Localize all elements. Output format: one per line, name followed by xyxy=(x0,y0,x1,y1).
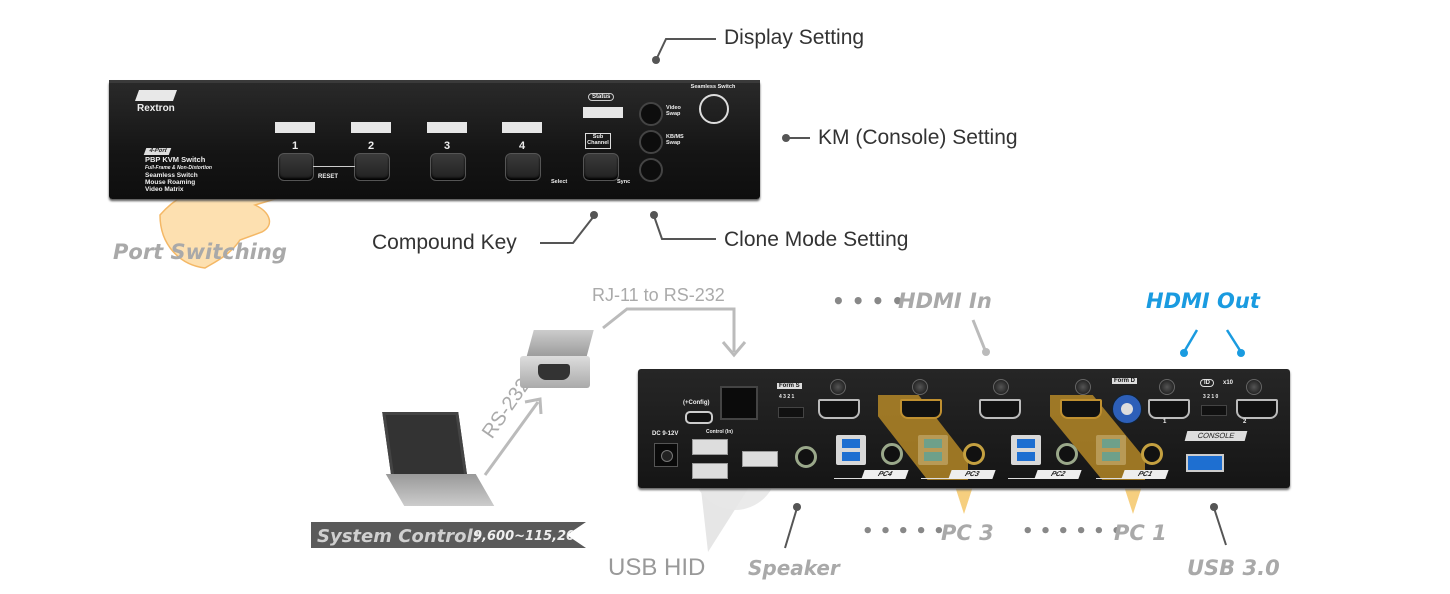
baud-rate-range: 9,600~115,200 xyxy=(473,529,585,544)
clone-mode-button[interactable] xyxy=(639,158,663,182)
port-2-number: 2 xyxy=(367,140,375,152)
hdmi-in-pc3[interactable] xyxy=(900,399,942,419)
usb-hid-port-2[interactable] xyxy=(692,463,728,479)
clone-mode-leader xyxy=(653,215,716,240)
system-control-label: System Control: xyxy=(317,526,480,547)
system-control-banner: System Control: 9,600~115,200 xyxy=(311,522,586,548)
sub-channel-label: Sub Channel xyxy=(585,133,611,149)
usb-hid-port-3[interactable] xyxy=(742,451,778,467)
hdmi-in-pc2[interactable] xyxy=(979,399,1021,419)
pc1-port-label: PC1 xyxy=(1121,470,1169,479)
rextron-logo: Rextron xyxy=(134,90,178,114)
form-s-label: Form S xyxy=(777,383,802,389)
pc2-port-label: PC2 xyxy=(1034,470,1082,479)
display-setting-button[interactable] xyxy=(639,102,663,126)
pc1-dots: • • • • • • xyxy=(1022,521,1123,542)
audio-pc2[interactable] xyxy=(1056,443,1078,465)
port-2-button[interactable] xyxy=(354,153,390,181)
port-4-number: 4 xyxy=(518,140,526,152)
audio-pc4[interactable] xyxy=(881,443,903,465)
control-in-label: Control (In) xyxy=(706,429,733,435)
usb-b-pc4[interactable] xyxy=(836,435,866,465)
hdmi-out-2[interactable] xyxy=(1236,399,1278,419)
form-d-label: Form D xyxy=(1112,378,1137,384)
pc1-label: PC 1 xyxy=(1114,521,1167,545)
usb-b-pc1[interactable] xyxy=(1096,435,1126,465)
status-label: Status xyxy=(588,93,615,101)
usb30-leader xyxy=(1213,507,1227,546)
kvm-front-panel: Rextron 4-Port PBP KVM Switch Full-Frame… xyxy=(109,80,760,199)
select-label: Select xyxy=(551,179,568,185)
status-indicator xyxy=(583,107,623,118)
db9-adapter-image xyxy=(520,330,595,392)
pc3-label: PC 3 xyxy=(941,521,994,545)
hdmi-in-dots: • • • • xyxy=(832,289,905,313)
audio-pc1[interactable] xyxy=(1141,443,1163,465)
x10-label: x10 xyxy=(1223,380,1234,386)
hdmi-in-pc4[interactable] xyxy=(818,399,860,419)
hdmi-in-label: HDMI In xyxy=(898,289,992,313)
port-3-button[interactable] xyxy=(430,153,466,181)
dip-left-numbers: 4 3 2 1 xyxy=(779,394,795,400)
port-1-indicator xyxy=(275,122,315,133)
compound-key-leader xyxy=(540,215,595,244)
port-4-indicator xyxy=(502,122,542,133)
hdmi-out-label: HDMI Out xyxy=(1146,289,1260,313)
console-label: CONSOLE xyxy=(1184,431,1248,441)
laptop-image xyxy=(382,412,495,512)
usb-hid-port-1[interactable] xyxy=(692,439,728,455)
dc-power-jack[interactable] xyxy=(654,443,678,467)
usb30-port[interactable] xyxy=(1186,454,1224,472)
seamless-switch-badge: Seamless Switch xyxy=(679,84,747,128)
speaker-leader xyxy=(784,507,798,549)
hdmi-in-pc1[interactable] xyxy=(1060,399,1102,419)
reset-label: RESET xyxy=(318,174,339,180)
port-4-button[interactable] xyxy=(505,153,541,181)
video-swap-label: Video Swap xyxy=(666,105,681,117)
display-setting-leader xyxy=(655,38,716,61)
usb-hid-label: USB HID xyxy=(608,554,706,581)
monitor-1-label: 1 xyxy=(1163,419,1167,425)
product-tag: 4-Port PBP KVM Switch Full-Frame & Non-D… xyxy=(143,148,212,193)
pc3-port-label: PC3 xyxy=(948,470,996,479)
rs232-arrow xyxy=(483,401,540,476)
dc-power-label: DC 9-12V xyxy=(652,431,679,437)
rj11-control-port[interactable] xyxy=(720,386,758,420)
rj11-leader xyxy=(602,307,736,352)
port-switching-label: Port Switching xyxy=(113,240,287,264)
dip-right-numbers: 3 2 1 0 xyxy=(1203,394,1219,400)
dip-switch-left[interactable] xyxy=(778,407,804,418)
compound-key-label: Compound Key xyxy=(372,231,517,254)
port-3-indicator xyxy=(427,122,467,133)
dip-switch-right[interactable] xyxy=(1201,405,1227,416)
usb30-label: USB 3.0 xyxy=(1187,556,1280,580)
port-2-indicator xyxy=(351,122,391,133)
km-setting-button[interactable] xyxy=(639,130,663,154)
port-1-number: 1 xyxy=(291,140,299,152)
pc3-dots: • • • • • xyxy=(862,521,945,542)
rj11-rs232-label: RJ-11 to RS-232 xyxy=(592,285,725,305)
rotary-id-switch[interactable] xyxy=(1112,394,1142,424)
kbms-swap-label: KB/MS Swap xyxy=(666,134,684,146)
pc4-port-label: PC4 xyxy=(861,470,909,479)
usb-b-pc2[interactable] xyxy=(1011,435,1041,465)
port-1-button[interactable] xyxy=(278,153,314,181)
usb-b-pc3[interactable] xyxy=(918,435,948,465)
id-label: ID xyxy=(1200,379,1214,387)
clone-mode-setting-label: Clone Mode Setting xyxy=(724,228,909,251)
kvm-back-panel: DC 9-12V (+Config) Control (In) Form S 4… xyxy=(638,369,1290,488)
port-3-number: 3 xyxy=(443,140,451,152)
monitor-2-label: 2 xyxy=(1243,419,1247,425)
hdmi-out-1[interactable] xyxy=(1148,399,1190,419)
speaker-jack[interactable] xyxy=(795,446,817,468)
usb-c-config-port[interactable] xyxy=(685,411,713,424)
compound-key-button[interactable] xyxy=(583,153,619,181)
km-console-setting-label: KM (Console) Setting xyxy=(818,126,1018,149)
display-setting-label: Display Setting xyxy=(724,26,865,49)
speaker-label: Speaker xyxy=(748,556,840,580)
audio-pc3[interactable] xyxy=(963,443,985,465)
config-label: (+Config) xyxy=(683,400,710,406)
sync-label: Sync xyxy=(617,179,631,185)
